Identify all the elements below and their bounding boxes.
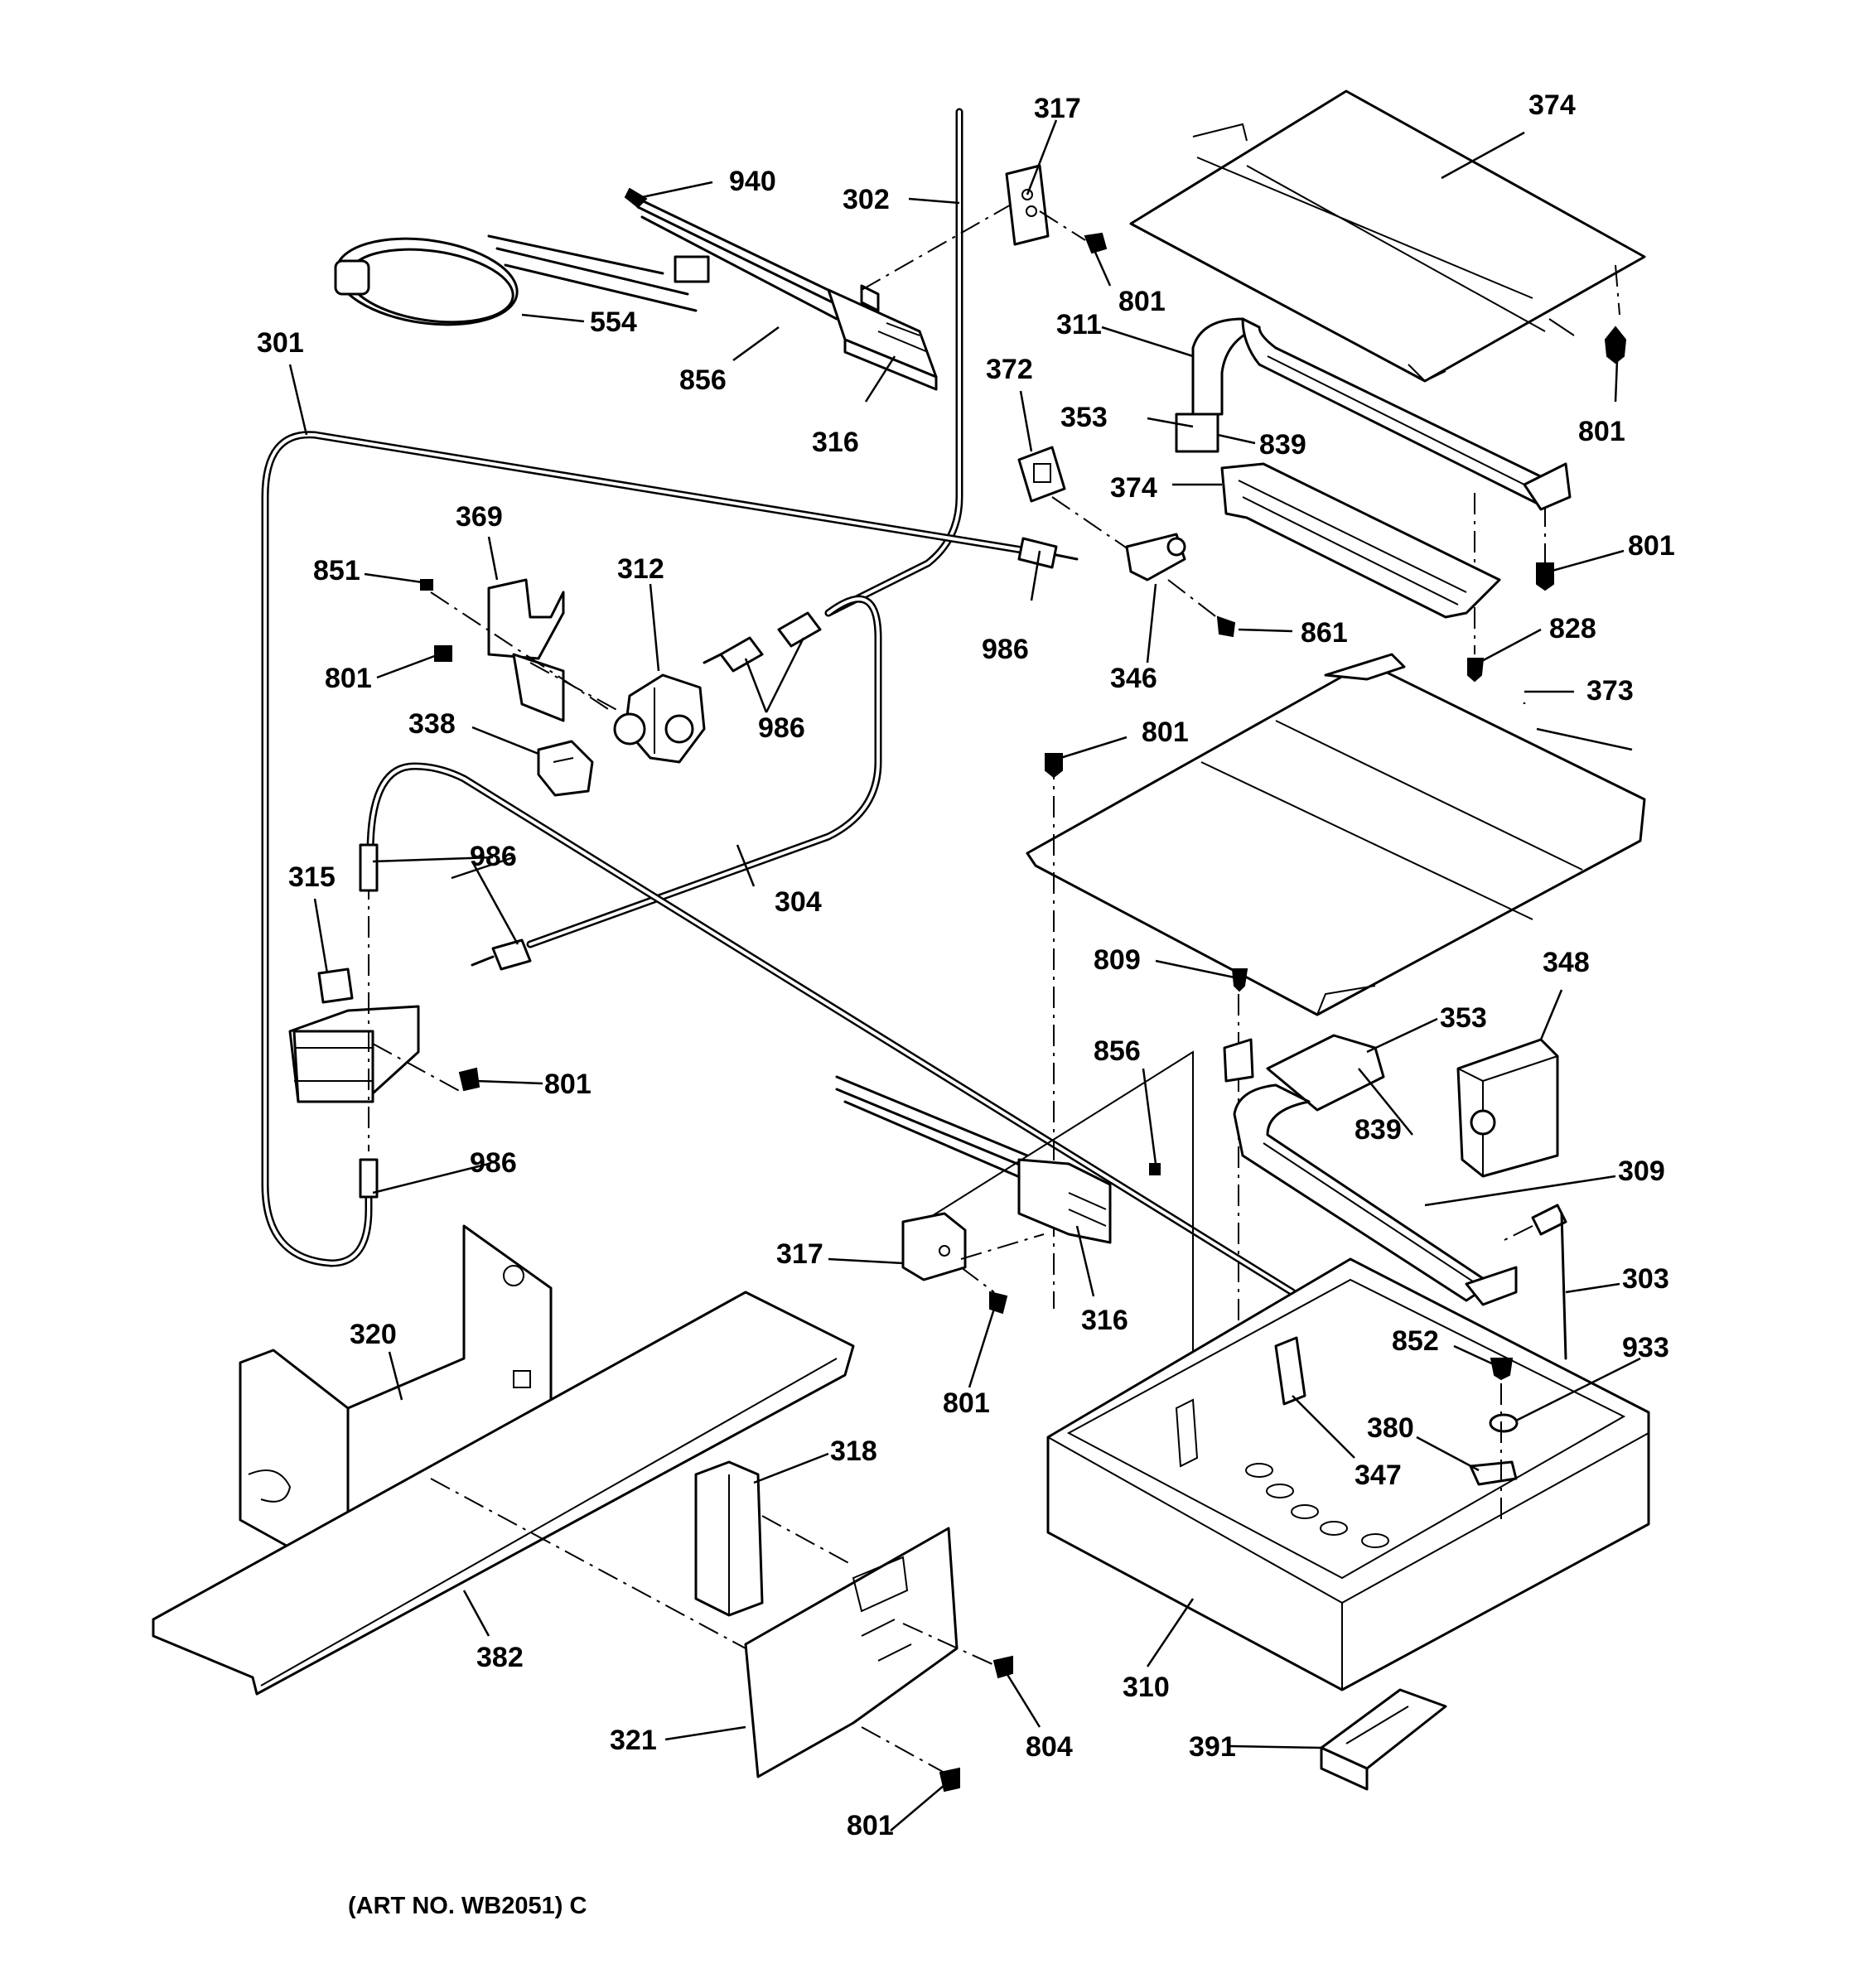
burner-309 [1233, 1034, 1518, 1306]
callout-373: 373 [1586, 675, 1634, 707]
fittings-986-top [1017, 537, 1079, 569]
bracket-320 [239, 1224, 553, 1563]
callout-809: 809 [1094, 944, 1141, 976]
callout-311: 311 [1056, 309, 1102, 340]
callout-312: 312 [617, 553, 664, 585]
art-number-caption: (ART NO. WB2051) C [348, 1893, 587, 1919]
callout-372: 372 [986, 354, 1033, 385]
callout-828: 828 [1549, 613, 1596, 644]
tube-304 [366, 595, 1297, 1296]
callout-369: 369 [456, 501, 503, 533]
callout-labels: 317 374 940 302 801 554 301 856 311 372 … [257, 89, 1675, 1841]
callout-986: 986 [758, 712, 805, 744]
igniter-316-top [624, 187, 1036, 391]
valve-315 [288, 843, 532, 1199]
callout-321: 321 [610, 1725, 657, 1756]
shield-374-top [1129, 89, 1646, 383]
rod-302 [824, 108, 963, 617]
callout-382: 382 [476, 1642, 524, 1673]
callout-851: 851 [313, 555, 360, 586]
tube-301 [261, 431, 1031, 1267]
callout-380: 380 [1367, 1412, 1414, 1444]
callout-316: 316 [1081, 1305, 1128, 1336]
burner-311 [1175, 317, 1572, 511]
callout-374: 374 [1110, 472, 1157, 504]
shield-374-lower [1220, 462, 1501, 619]
bracket-317-top [1005, 164, 1108, 254]
callout-315: 315 [288, 861, 336, 893]
callout-801: 801 [847, 1810, 894, 1841]
callout-301: 301 [257, 327, 304, 359]
harness-554 [334, 234, 710, 326]
callout-856: 856 [1094, 1035, 1141, 1067]
callout-304: 304 [775, 886, 822, 918]
callout-391: 391 [1189, 1731, 1236, 1763]
part-303 [1499, 1204, 1567, 1360]
callout-801: 801 [1578, 416, 1625, 447]
screws-left [420, 579, 480, 1092]
shield-382 [152, 1291, 855, 1696]
callout-856: 856 [679, 364, 727, 396]
part-348 [1456, 1038, 1559, 1178]
valve-312 [529, 662, 706, 764]
callout-338: 338 [408, 708, 456, 740]
leader-lines [288, 119, 1641, 1831]
board-321 [744, 1527, 1013, 1793]
callout-318: 318 [830, 1436, 877, 1467]
callout-348: 348 [1543, 947, 1590, 978]
callout-353: 353 [1440, 1002, 1487, 1034]
callout-801: 801 [1142, 717, 1189, 748]
bracket-369 [430, 578, 614, 722]
callout-346: 346 [1110, 663, 1157, 694]
burner-box-310 [1046, 1257, 1650, 1691]
callout-303: 303 [1622, 1263, 1669, 1295]
callout-940: 940 [729, 166, 776, 197]
screws-right-top [1467, 326, 1627, 683]
screw-809 [1223, 968, 1254, 1325]
callout-317: 317 [1034, 93, 1081, 124]
callout-317: 317 [776, 1238, 823, 1270]
callout-804: 804 [1026, 1731, 1073, 1763]
callout-986: 986 [982, 634, 1029, 665]
callout-839: 839 [1259, 429, 1306, 461]
callout-801: 801 [544, 1069, 592, 1100]
part-391 [1320, 1688, 1447, 1791]
callout-986: 986 [470, 841, 517, 872]
callout-801: 801 [325, 663, 372, 694]
callout-320: 320 [350, 1319, 397, 1350]
igniter-316-lower [835, 1050, 1194, 1400]
callout-310: 310 [1123, 1672, 1170, 1703]
callout-302: 302 [843, 184, 890, 215]
box-hardware [1274, 1336, 1519, 1520]
callout-316: 316 [812, 427, 859, 458]
callout-986: 986 [470, 1147, 517, 1179]
callout-933: 933 [1622, 1332, 1669, 1363]
bracket-317-lower [901, 1212, 1045, 1315]
callout-374: 374 [1528, 89, 1576, 121]
callout-801: 801 [1118, 286, 1166, 317]
fittings-986-mid [703, 611, 822, 673]
callout-839: 839 [1355, 1114, 1402, 1146]
knob-338 [537, 740, 594, 797]
part-318 [694, 1460, 854, 1617]
callout-861: 861 [1301, 617, 1348, 649]
callout-801: 801 [943, 1387, 990, 1419]
callout-347: 347 [1355, 1460, 1402, 1491]
bracket-372-346 [1017, 446, 1236, 638]
callout-353: 353 [1060, 402, 1108, 433]
callout-309: 309 [1618, 1156, 1665, 1187]
callout-801: 801 [1628, 530, 1675, 562]
callout-852: 852 [1392, 1325, 1439, 1357]
callout-554: 554 [590, 306, 637, 338]
